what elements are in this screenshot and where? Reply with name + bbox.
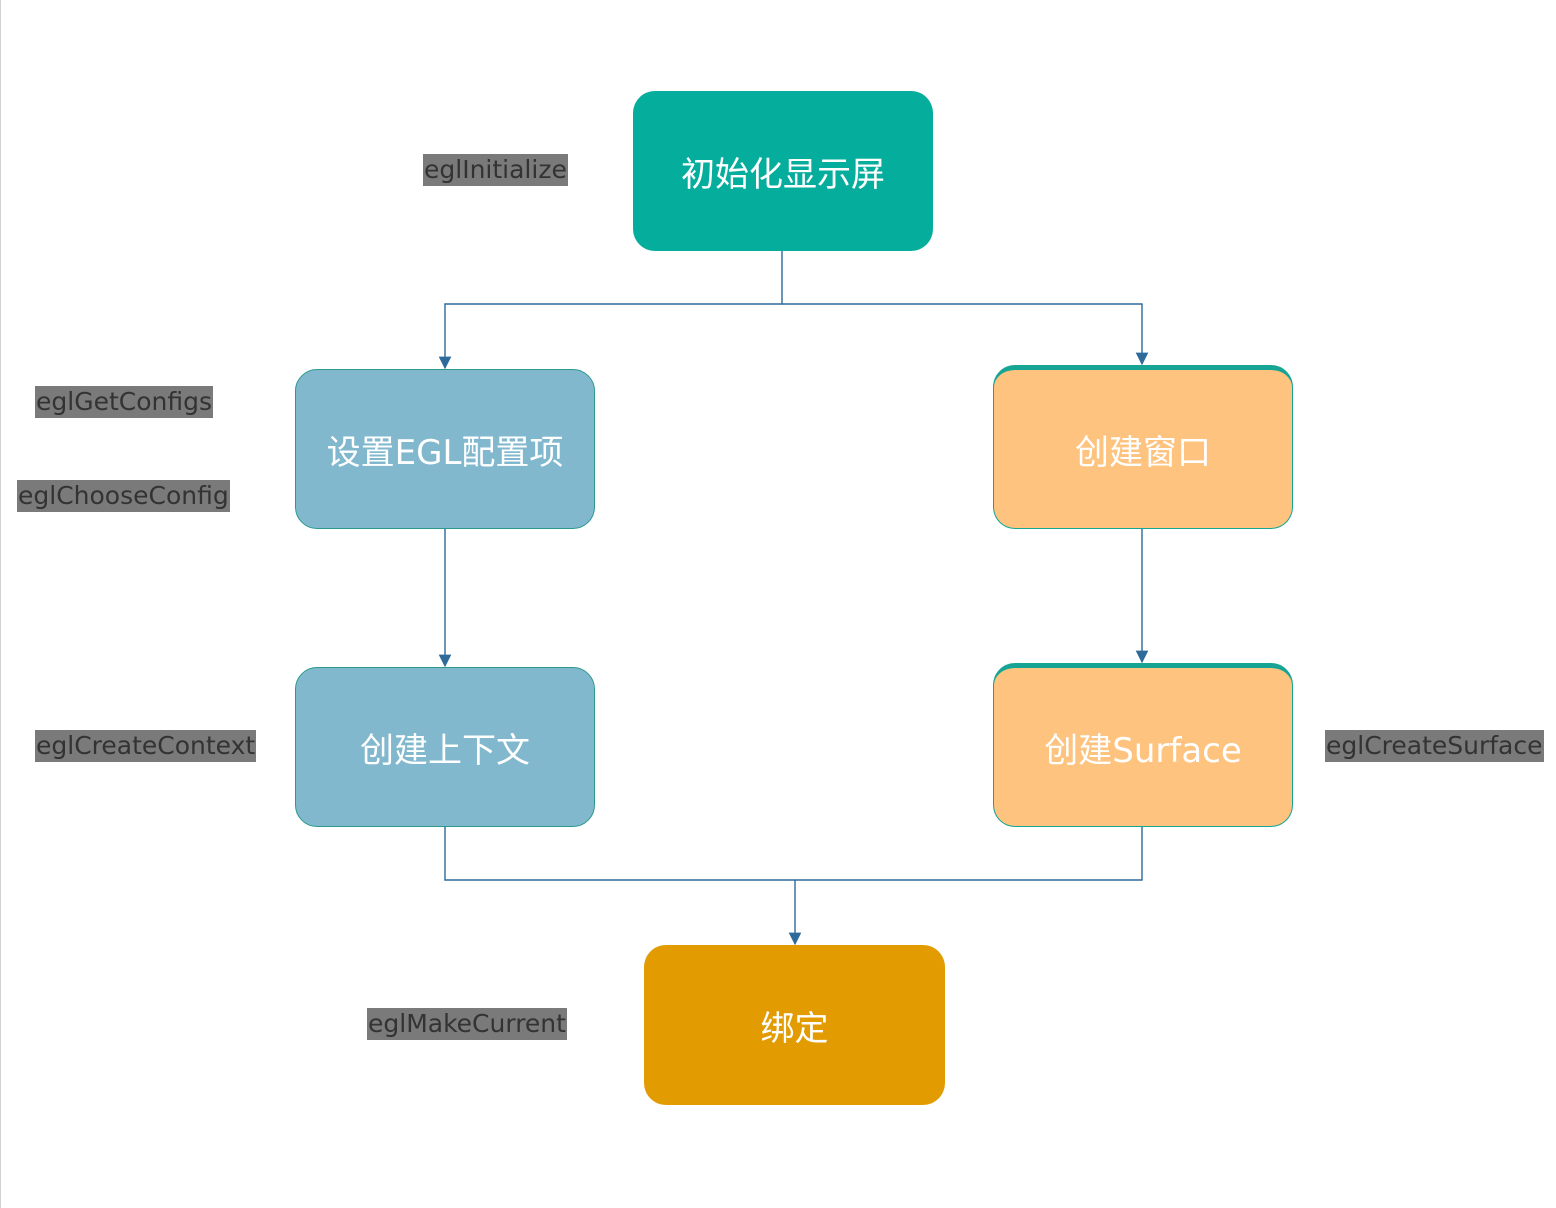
node-init-display-label: 初始化显示屏 <box>681 154 885 195</box>
api-label-egl-choose-config: eglChooseConfig <box>17 480 230 512</box>
canvas-left-border <box>0 0 1 1208</box>
node-configure-egl: 设置EGL配置项 <box>295 369 595 529</box>
api-label-egl-create-context: eglCreateContext <box>35 730 257 762</box>
node-configure-egl-label: 设置EGL配置项 <box>326 432 564 473</box>
node-create-window-label: 创建窗口 <box>1075 432 1211 473</box>
edge-context-to-merge <box>444 826 1143 881</box>
api-label-egl-make-current: eglMakeCurrent <box>367 1008 567 1040</box>
node-bind-label: 绑定 <box>760 1008 829 1049</box>
node-create-window: 创建窗口 <box>993 365 1293 529</box>
edge-init-to-window <box>782 303 1149 366</box>
edge-init-to-configure <box>438 250 783 370</box>
api-label-egl-initialize: eglInitialize <box>423 154 568 186</box>
api-label-egl-get-configs: eglGetConfigs <box>35 386 213 418</box>
node-init-display: 初始化显示屏 <box>633 91 933 251</box>
node-create-surface: 创建Surface <box>993 663 1293 827</box>
api-label-egl-create-surface: eglCreateSurface <box>1325 730 1544 762</box>
node-create-surface-label: 创建Surface <box>1044 730 1242 771</box>
node-create-context-label: 创建上下文 <box>360 730 530 771</box>
node-create-context: 创建上下文 <box>295 667 595 827</box>
node-bind: 绑定 <box>644 945 945 1105</box>
